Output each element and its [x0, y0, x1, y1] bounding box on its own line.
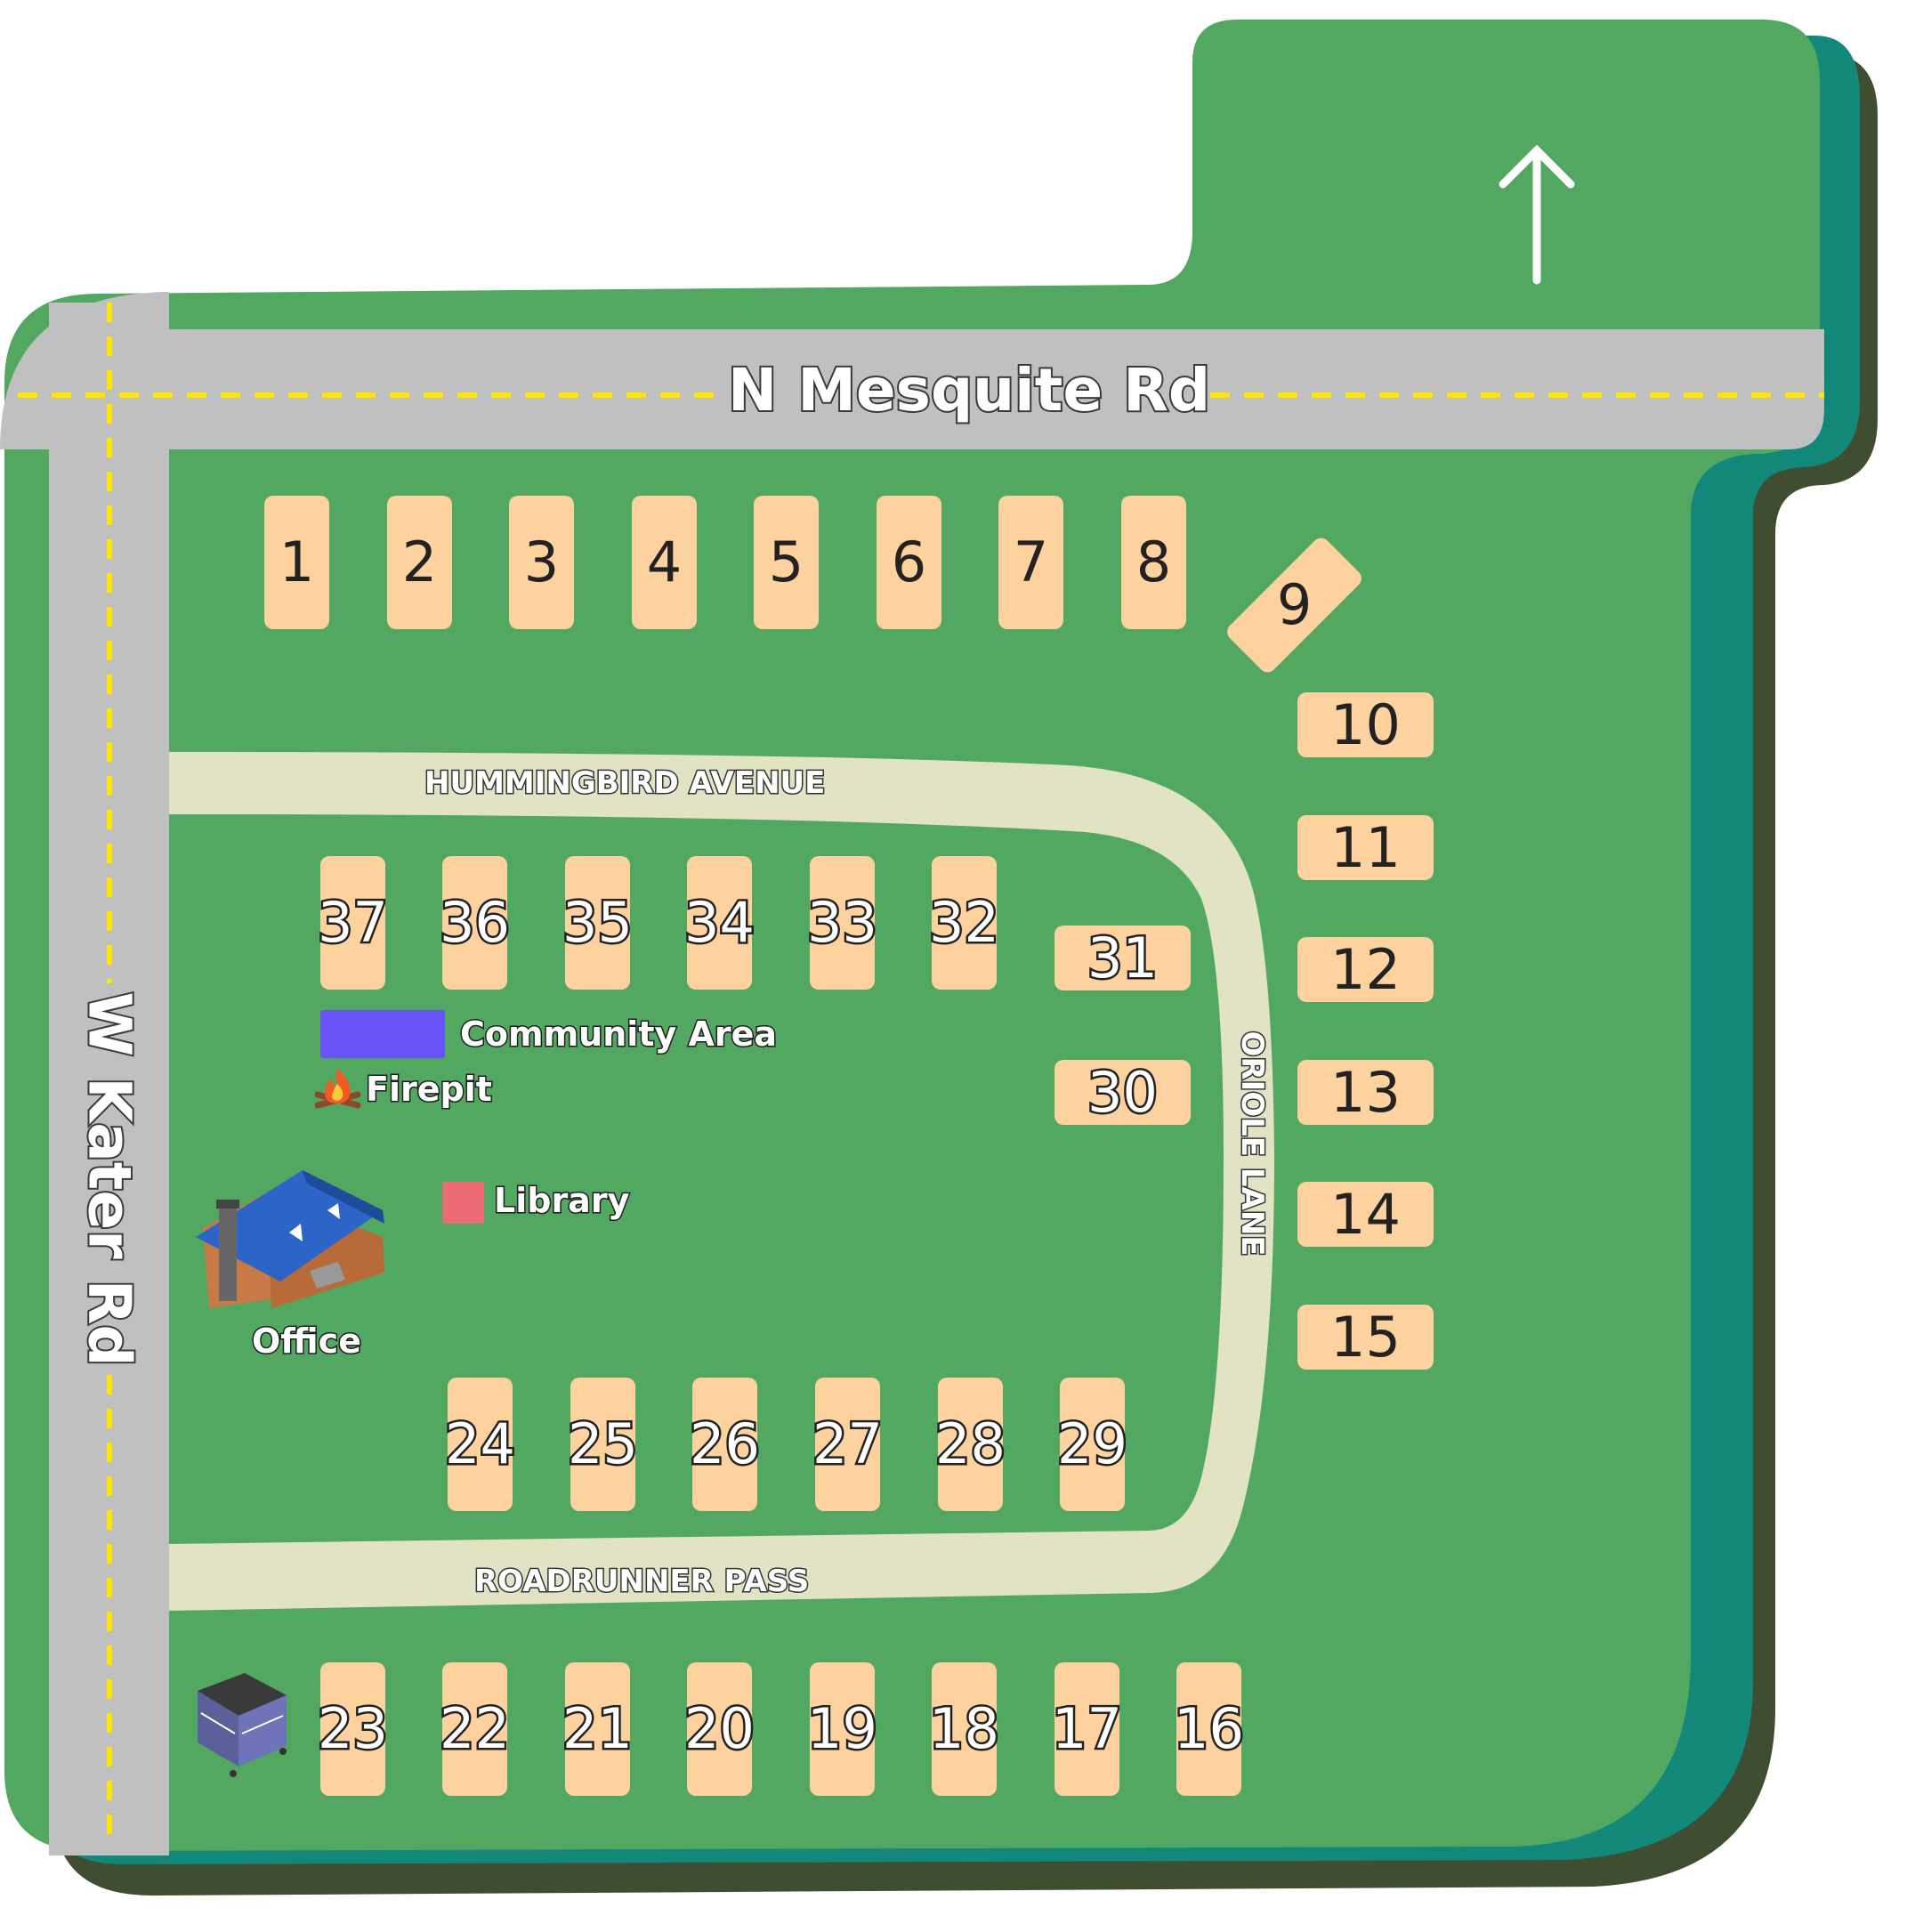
site-number: 19 [805, 1696, 880, 1761]
site-23[interactable]: 23 [316, 1662, 391, 1796]
dumpster-icon [198, 1673, 287, 1777]
site-number: 31 [1086, 925, 1160, 990]
site-36[interactable]: 36 [438, 856, 513, 990]
site-20[interactable]: 20 [683, 1662, 757, 1796]
site-18[interactable]: 18 [927, 1662, 1002, 1796]
house-icon [196, 1170, 384, 1308]
site-number: 30 [1086, 1059, 1160, 1125]
site-number: 27 [811, 1411, 885, 1476]
library-label: Library [492, 1180, 630, 1222]
site-17[interactable]: 17 [1050, 1662, 1125, 1796]
site-29[interactable]: 29 [1055, 1378, 1130, 1511]
site-number: 18 [927, 1696, 1002, 1761]
street-name-roadrunner: ROADRUNNER PASS [473, 1563, 810, 1601]
site-number: 14 [1330, 1181, 1401, 1247]
site-35[interactable]: 35 [561, 856, 635, 990]
site-number: 3 [523, 529, 560, 594]
site-1[interactable]: 1 [264, 496, 329, 629]
site-27[interactable]: 27 [811, 1378, 885, 1511]
site-12[interactable]: 12 [1297, 937, 1434, 1002]
north-arrow-icon [1499, 144, 1575, 285]
site-number: 20 [683, 1696, 757, 1761]
library-marker [442, 1182, 484, 1224]
site-number: 33 [805, 890, 880, 955]
site-number: 17 [1050, 1696, 1125, 1761]
site-8[interactable]: 8 [1121, 496, 1186, 629]
site-number: 35 [561, 890, 635, 955]
site-number: 11 [1330, 814, 1401, 880]
site-22[interactable]: 22 [438, 1662, 513, 1796]
fire-icon [314, 1068, 361, 1109]
community-area-marker [320, 1010, 445, 1058]
site-13[interactable]: 13 [1297, 1060, 1434, 1125]
site-4[interactable]: 4 [632, 496, 697, 629]
site-25[interactable]: 25 [566, 1378, 641, 1511]
site-28[interactable]: 28 [933, 1378, 1008, 1511]
site-number: 25 [566, 1411, 641, 1476]
site-21[interactable]: 21 [561, 1662, 635, 1796]
site-31[interactable]: 31 [1054, 926, 1191, 990]
site-number: 13 [1330, 1059, 1401, 1125]
site-number: 28 [933, 1411, 1008, 1476]
site-16[interactable]: 16 [1172, 1662, 1247, 1796]
site-19[interactable]: 19 [805, 1662, 880, 1796]
site-34[interactable]: 34 [683, 856, 757, 990]
site-number: 36 [438, 890, 513, 955]
site-number: 37 [316, 890, 391, 955]
site-number: 9 [1276, 572, 1313, 638]
site-15[interactable]: 15 [1297, 1305, 1434, 1370]
office-label: Office [251, 1321, 363, 1362]
site-number: 2 [401, 529, 438, 594]
site-number: 23 [316, 1696, 391, 1761]
park-loop-road [169, 752, 1274, 1611]
site-number: 29 [1055, 1411, 1130, 1476]
site-number: 24 [443, 1411, 518, 1476]
site-number: 26 [688, 1411, 763, 1476]
firepit-label: Firepit [365, 1069, 494, 1111]
site-7[interactable]: 7 [998, 496, 1063, 629]
street-name-oriole: ORIOLE LANE [1233, 1030, 1272, 1257]
site-number: 32 [927, 890, 1002, 955]
site-26[interactable]: 26 [688, 1378, 763, 1511]
community-area-label: Community Area [458, 1014, 778, 1055]
site-number: 15 [1330, 1304, 1401, 1370]
site-6[interactable]: 6 [877, 496, 941, 629]
site-number: 6 [891, 529, 927, 594]
site-14[interactable]: 14 [1297, 1182, 1434, 1247]
road-north [0, 292, 1824, 449]
site-10[interactable]: 10 [1297, 692, 1434, 757]
site-37[interactable]: 37 [316, 856, 391, 990]
site-number: 22 [438, 1696, 513, 1761]
site-33[interactable]: 33 [805, 856, 880, 990]
site-30[interactable]: 30 [1054, 1060, 1191, 1125]
site-number: 10 [1330, 691, 1401, 757]
site-2[interactable]: 2 [387, 496, 452, 629]
site-number: 1 [279, 529, 315, 594]
site-number: 8 [1135, 529, 1172, 594]
site-24[interactable]: 24 [443, 1378, 518, 1511]
site-32[interactable]: 32 [927, 856, 1002, 990]
street-name-hummingbird: HUMMINGBIRD AVENUE [423, 764, 826, 803]
site-5[interactable]: 5 [754, 496, 819, 629]
site-number: 16 [1172, 1696, 1247, 1761]
site-number: 21 [561, 1696, 635, 1761]
road-name-west: W Kater Rd [74, 990, 146, 1368]
site-number: 34 [683, 890, 757, 955]
site-number: 4 [646, 529, 683, 594]
site-3[interactable]: 3 [509, 496, 574, 629]
site-number: 5 [768, 529, 804, 594]
road-name-north: N Mesquite Rd [726, 354, 1212, 426]
site-11[interactable]: 11 [1297, 815, 1434, 880]
site-number: 12 [1330, 936, 1401, 1002]
site-number: 7 [1013, 529, 1049, 594]
